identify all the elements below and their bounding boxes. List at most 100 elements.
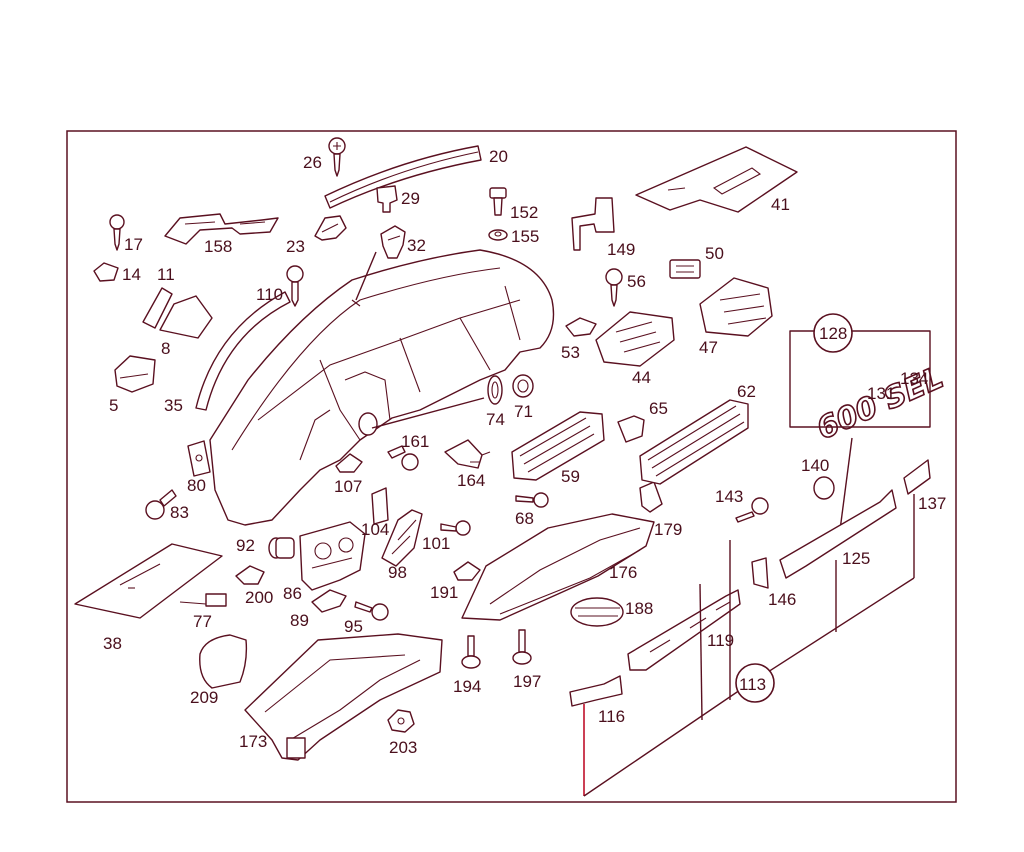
part-104-bracket (371, 487, 389, 525)
part-98-bracket (381, 509, 423, 567)
callout-80: 80 (187, 476, 206, 495)
part-41-mat (635, 146, 798, 213)
callout-77: 77 (193, 612, 212, 631)
callout-146: 146 (768, 590, 796, 609)
part-146-clip (751, 557, 769, 589)
part-62-vent (639, 399, 749, 485)
callout-158: 158 (204, 237, 232, 256)
part-164-bracket (444, 439, 491, 469)
part-dashboard-carrier (209, 249, 555, 526)
callout-71: 71 (514, 402, 533, 421)
part-14-nut (93, 262, 119, 282)
part-74-grommet (487, 375, 503, 405)
callout-119: 119 (707, 631, 734, 650)
callout-41: 41 (771, 195, 790, 214)
part-116-trim-strip (569, 675, 623, 707)
callout-8: 8 (161, 339, 170, 358)
callout-83: 83 (170, 503, 189, 522)
callout-44: 44 (632, 368, 651, 387)
callout-20: 20 (489, 147, 508, 166)
callout-26: 26 (303, 153, 322, 172)
callout-173: 173 (239, 732, 267, 751)
callout-179: 179 (654, 520, 682, 539)
callout-113: 113 (739, 675, 766, 694)
part-140-cap (813, 476, 835, 500)
callout-134: 134 (900, 369, 928, 388)
part-23-bracket (314, 215, 347, 241)
callout-32: 32 (407, 236, 426, 255)
callout-191: 191 (430, 583, 458, 602)
part-119-trim-strip (627, 589, 741, 671)
part-17-screw (109, 214, 125, 251)
part-77-wire (179, 593, 227, 607)
callout-125: 125 (842, 549, 870, 568)
callout-110: 110 (256, 285, 283, 304)
part-92-bulb (268, 537, 295, 559)
part-137-end-cap (903, 459, 931, 495)
part-176-glovebox (461, 513, 655, 621)
part-95-screw (354, 601, 389, 621)
part-83-bolt (145, 489, 177, 520)
part-158-bracket (164, 213, 279, 245)
callout-59: 59 (561, 467, 580, 486)
callout-89: 89 (290, 611, 309, 630)
part-89-clip (311, 589, 347, 613)
callout-labels: 26 20 29 152 155 17 158 23 32 149 41 14 … (103, 147, 946, 757)
part-8-cover (159, 295, 213, 339)
part-35-trim-strip (195, 291, 291, 411)
callout-143: 143 (715, 487, 743, 506)
callout-194: 194 (453, 677, 481, 696)
callout-104: 104 (361, 520, 389, 539)
part-65-switch (617, 415, 645, 443)
part-71-grommet (512, 374, 534, 398)
callout-188: 188 (625, 599, 653, 618)
part-38-mat (74, 543, 223, 619)
part-107-nut (335, 453, 363, 473)
callout-152: 152 (510, 203, 538, 222)
callout-197: 197 (513, 672, 541, 691)
callout-164: 164 (457, 471, 485, 490)
part-5-module (114, 355, 156, 393)
callout-209: 209 (190, 688, 218, 707)
callout-29: 29 (401, 189, 420, 208)
callout-65: 65 (649, 399, 668, 418)
part-125-trim-strip (779, 489, 897, 579)
part-155-washer (488, 229, 508, 241)
part-29-clip (376, 185, 398, 213)
callout-128: 128 (819, 324, 847, 343)
callout-107: 107 (334, 477, 362, 496)
callout-17: 17 (124, 235, 143, 254)
part-68-screw (515, 492, 549, 508)
part-110-screw (286, 265, 304, 307)
callout-149: 149 (607, 240, 635, 259)
callout-23: 23 (286, 237, 305, 256)
callout-140: 140 (801, 456, 829, 475)
part-188-lid (570, 597, 624, 627)
callout-92: 92 (236, 536, 255, 555)
part-173-lower-panel (244, 633, 443, 761)
part-191-nut (453, 561, 481, 581)
callout-62: 62 (737, 382, 756, 401)
part-197-bolt (512, 629, 532, 665)
callout-56: 56 (627, 272, 646, 291)
callout-14: 14 (122, 265, 141, 284)
diagram-frame (66, 130, 957, 803)
callout-116: 116 (598, 707, 625, 726)
part-179-clip (639, 481, 663, 513)
callout-53: 53 (561, 343, 580, 362)
part-50-switch (669, 259, 701, 279)
callout-203: 203 (389, 738, 417, 757)
callout-161: 161 (401, 432, 429, 451)
callout-50: 50 (705, 244, 724, 263)
part-161-bolt (387, 445, 419, 471)
callout-101: 101 (422, 534, 450, 553)
part-143-bolt (735, 497, 769, 523)
part-80-clip (187, 440, 211, 477)
callout-47: 47 (699, 338, 718, 357)
callout-155: 155 (511, 227, 539, 246)
callout-98: 98 (388, 563, 407, 582)
callout-176: 176 (609, 563, 637, 582)
part-101-screw (440, 520, 471, 536)
callout-5: 5 (109, 396, 118, 415)
